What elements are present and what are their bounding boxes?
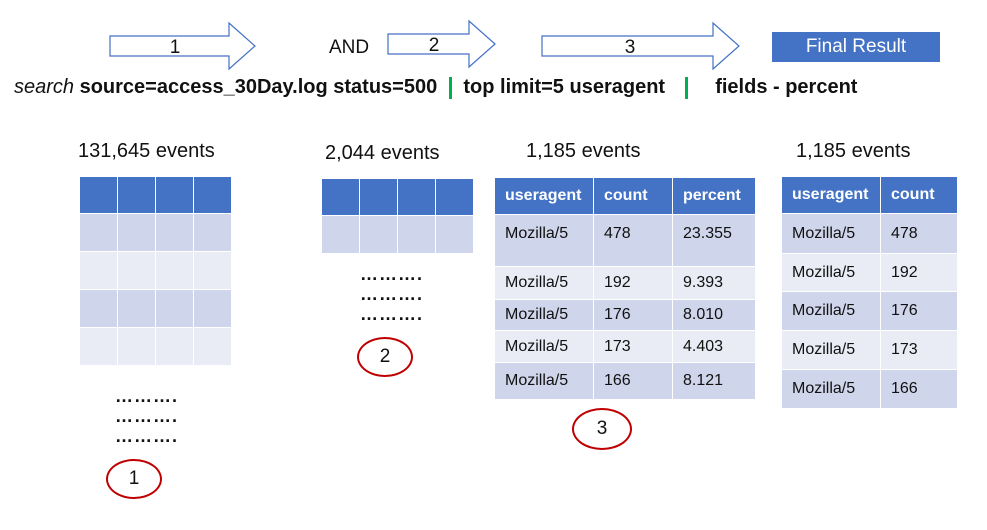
cell: 23.355	[672, 214, 756, 267]
table-row: Mozilla/5 176 8.010	[494, 299, 756, 331]
table-header-row: useragent count percent	[494, 177, 756, 215]
stage1-table	[79, 176, 232, 366]
dots-line: ……….	[115, 406, 179, 426]
cell: Mozilla/5	[494, 362, 594, 400]
cell: Mozilla/5	[781, 291, 881, 331]
search-query: search source=access_30Day.log status=50…	[14, 74, 857, 100]
stage3-event-count: 1,185 events	[526, 140, 641, 162]
cell: 478	[880, 213, 958, 254]
table-row: Mozilla/5 173 4.403	[494, 330, 756, 363]
table-row: Mozilla/5 166 8.121	[494, 362, 756, 400]
stage3-table: useragent count percent Mozilla/5 478 23…	[494, 177, 756, 400]
pipe-separator	[448, 76, 452, 99]
final-result-box: Final Result	[772, 32, 940, 62]
stage3-marker: 3	[572, 408, 632, 450]
final-event-count: 1,185 events	[796, 140, 911, 162]
column-header: count	[880, 176, 958, 214]
cell: 192	[880, 253, 958, 292]
cell: 176	[593, 299, 673, 331]
table-row: Mozilla/5 173	[781, 330, 958, 370]
column-header: useragent	[494, 177, 594, 215]
stage1-marker: 1	[106, 459, 162, 499]
cell: Mozilla/5	[494, 330, 594, 363]
stage2-event-count: 2,044 events	[325, 142, 440, 164]
step3-arrow	[541, 21, 740, 71]
stage1-ellipsis: ………. ………. ……….	[115, 386, 178, 446]
cell: Mozilla/5	[494, 214, 594, 267]
cell: 166	[593, 362, 673, 400]
dots-line: ……….	[360, 284, 424, 304]
stage2-marker: 2	[357, 337, 413, 377]
dots-line: ……….	[360, 264, 424, 284]
cell: 8.121	[672, 362, 756, 400]
step2-label: 2	[428, 35, 440, 56]
dots-line: ……….	[115, 426, 179, 446]
pipe-separator	[684, 76, 688, 99]
dots-line: ……….	[115, 386, 179, 406]
and-label: AND	[329, 37, 370, 58]
cell: 176	[880, 291, 958, 331]
table-row: Mozilla/5 192 9.393	[494, 266, 756, 300]
query-part-2: top limit=5 useragent	[463, 76, 666, 98]
step1-label: 1	[169, 37, 181, 58]
stage1-event-count: 131,645 events	[78, 140, 215, 162]
cell: Mozilla/5	[781, 369, 881, 409]
table-row: Mozilla/5 478 23.355	[494, 214, 756, 267]
cell: Mozilla/5	[494, 299, 594, 331]
dots-line: ……….	[360, 304, 424, 324]
cell: 4.403	[672, 330, 756, 363]
cell: 9.393	[672, 266, 756, 300]
table-row: Mozilla/5 192	[781, 253, 958, 292]
cell: 192	[593, 266, 673, 300]
table-row: Mozilla/5 176	[781, 291, 958, 331]
cell: 173	[593, 330, 673, 363]
cell: 8.010	[672, 299, 756, 331]
table-header-row: useragent count	[781, 176, 958, 214]
cell: 478	[593, 214, 673, 267]
cell: 166	[880, 369, 958, 409]
step2-arrow	[387, 19, 496, 69]
column-header: percent	[672, 177, 756, 215]
search-keyword: search	[14, 76, 75, 98]
cell: Mozilla/5	[494, 266, 594, 300]
cell: Mozilla/5	[781, 213, 881, 254]
cell: Mozilla/5	[781, 330, 881, 370]
cell: Mozilla/5	[781, 253, 881, 292]
stage2-ellipsis: ………. ………. ……….	[360, 264, 423, 324]
final-table: useragent count Mozilla/5 478 Mozilla/5 …	[781, 176, 958, 409]
table-row: Mozilla/5 166	[781, 369, 958, 409]
column-header: useragent	[781, 176, 881, 214]
step1-arrow	[109, 21, 256, 71]
step3-label: 3	[624, 37, 636, 58]
query-part-1: source=access_30Day.log status=500	[79, 76, 438, 98]
column-header: count	[593, 177, 673, 215]
query-part-3: fields - percent	[715, 76, 858, 98]
cell: 173	[880, 330, 958, 370]
table-row: Mozilla/5 478	[781, 213, 958, 254]
stage2-table	[321, 178, 474, 254]
